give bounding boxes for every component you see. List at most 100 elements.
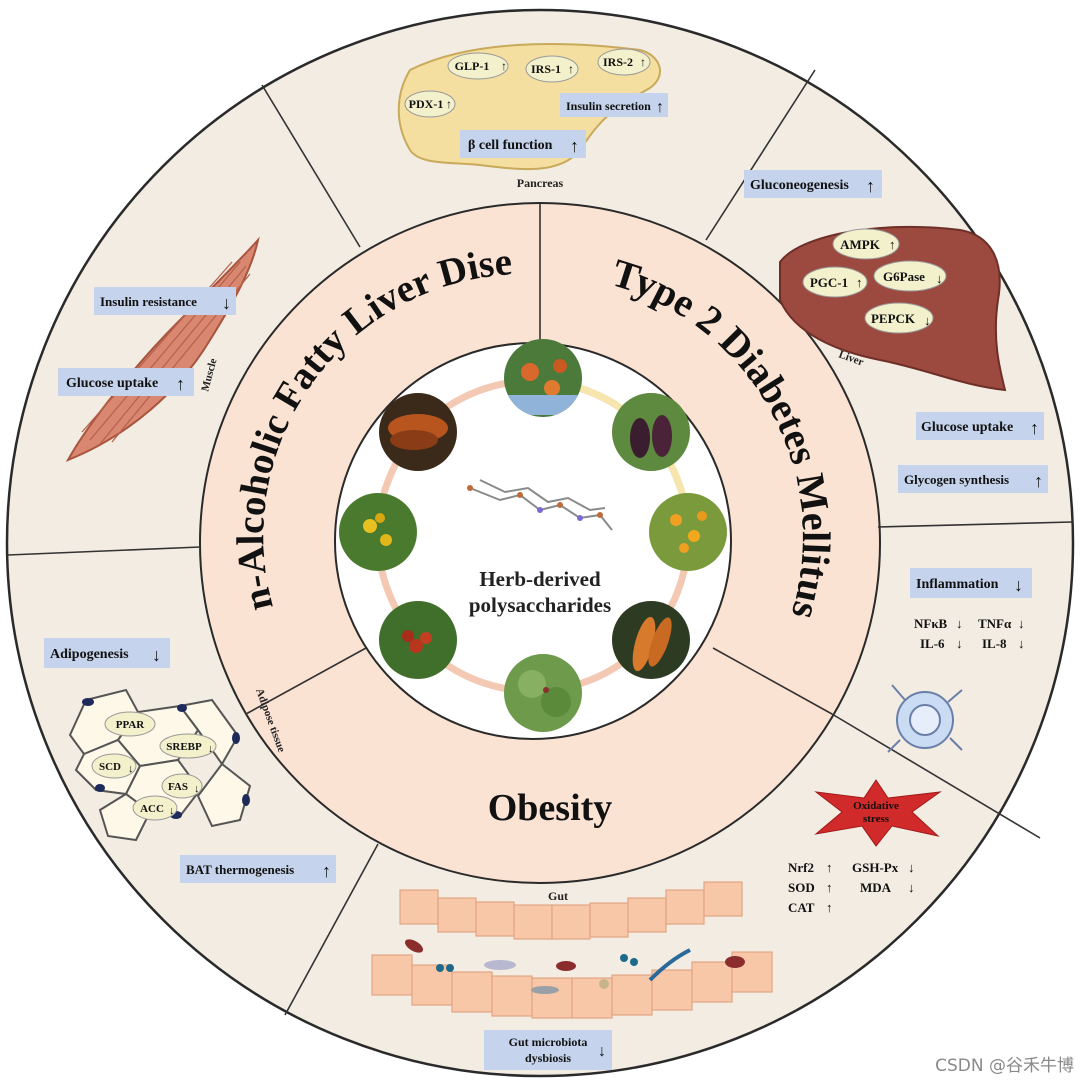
arrow-up: ↑: [1034, 471, 1043, 491]
watermark: CSDN @谷禾牛博: [935, 1056, 1074, 1076]
arrow-up: ↑: [1030, 418, 1039, 438]
arrow-down: ↓: [128, 763, 134, 775]
ellipse-pgc1: [802, 266, 868, 298]
arrow-up: ↑: [570, 136, 579, 156]
arrow-down: ↓: [208, 743, 214, 755]
arrow-down: ↓: [1014, 575, 1023, 595]
arrow-up: ↑: [889, 237, 896, 252]
plant-photo-5: [504, 654, 582, 732]
gut-panel: Gut Gut microbiota dysbi: [371, 881, 773, 1070]
arrow-down: ↓: [194, 783, 200, 795]
box-gut-dysbiosis: [484, 1030, 612, 1070]
liver-g6pase: G6Pase: [883, 269, 925, 284]
liver-pgc1: PGC-1: [810, 275, 848, 290]
gut-bacteria-icon: [404, 939, 745, 994]
muscle-panel: Insulin resistance ↓ Glucose uptake ↑ Mu…: [58, 236, 260, 462]
plant-photo-7: [339, 493, 417, 571]
middle-dividers: [245, 204, 833, 715]
ellipse-srebp: [159, 733, 217, 759]
box-inflammation: [910, 568, 1032, 598]
arrow-down: ↓: [1018, 636, 1025, 651]
arrow-up: ↑: [176, 374, 185, 394]
adipose-scd: SCD: [99, 761, 121, 773]
pancreas-beta-cell: β cell function: [468, 138, 553, 153]
liver-pepck: PEPCK: [871, 311, 916, 326]
outer-dividers: [7, 69, 1073, 1016]
plant-photo-4: [612, 601, 690, 679]
polysaccharide-molecule-icon: [467, 479, 613, 531]
muscle-glucose-uptake: Glucose uptake: [66, 376, 158, 391]
plant-photo-1: [504, 339, 582, 417]
ellipse-irs1: [525, 55, 579, 83]
arrow-up: ↑: [446, 97, 452, 111]
liver-ampk: AMPK: [840, 237, 881, 252]
gut-caption: Gut: [548, 889, 568, 903]
ellipse-fas: [161, 773, 203, 799]
arrow-up: ↑: [640, 55, 646, 69]
arrow-up: ↑: [322, 861, 331, 881]
arrow-down: ↓: [956, 616, 963, 631]
arrow-down: ↓: [1018, 616, 1025, 631]
oxidative-panel: Oxidative stress Nrf2↑ SOD↑ CAT↑ GSH-Px↓…: [788, 779, 942, 915]
inflammation-panel: Inflammation ↓ NFκB ↓ TNFα ↓ IL-6 ↓ IL-8 ↓: [887, 568, 1032, 753]
liver-gluconeogenesis: Gluconeogenesis: [750, 178, 849, 193]
arrow-down: ↓: [936, 271, 943, 286]
gut-epithelium-top: [399, 881, 743, 940]
muscle-insulin-resistance: Insulin resistance: [100, 294, 197, 309]
pancreas-insulin-secretion: Insulin secretion: [566, 99, 651, 113]
ellipse-scd: [91, 753, 137, 779]
box-gluconeogenesis: [744, 170, 882, 198]
inflammation-title: Inflammation: [916, 577, 999, 592]
arrow-up: ↑: [856, 275, 863, 290]
arrow-down: ↓: [222, 293, 231, 313]
pancreas-irs1: IRS-1: [531, 62, 561, 76]
gut-dysbiosis-line1: Gut microbiota: [509, 1035, 588, 1049]
plant-photo-3: [649, 493, 727, 571]
arrow-down: ↓: [908, 860, 915, 875]
box-beta-cell: [460, 130, 586, 158]
plant-photo-6: [379, 601, 457, 679]
oxidative-star-icon: [814, 779, 942, 847]
box-glucose-uptake-liver: [916, 412, 1044, 440]
ellipse-ppar: [104, 711, 156, 737]
gut-epithelium-bottom: [371, 951, 773, 1019]
liver-glucose-uptake: Glucose uptake: [921, 420, 1013, 435]
disease-label-obesity: Obesity: [488, 787, 613, 829]
arrow-down: ↓: [152, 645, 161, 665]
center-title-line2: polysaccharides: [469, 593, 611, 617]
arrow-down: ↓: [908, 880, 915, 895]
arrow-up: ↑: [826, 900, 833, 915]
oxidative-line1: Oxidative: [853, 800, 899, 812]
immune-cell-icon: [887, 684, 963, 753]
ellipse-acc: [132, 795, 178, 821]
ellipse-glp1: [447, 52, 509, 80]
arrow-down: ↓: [956, 636, 963, 651]
adipose-acc: ACC: [140, 803, 164, 815]
inflammation-tnfa: TNFα: [978, 616, 1012, 631]
oxidative-line2: stress: [863, 813, 890, 825]
ellipse-pepck: [864, 302, 934, 334]
box-insulin-secretion: [560, 93, 668, 117]
inflammation-nfkb: NFκB: [914, 616, 948, 631]
plant-photo-8: [379, 393, 457, 471]
adipose-adipogenesis: Adipogenesis: [50, 647, 129, 662]
arrow-up: ↑: [656, 99, 664, 116]
pancreas-pdx1: PDX-1: [409, 97, 444, 111]
ellipse-irs2: [597, 48, 651, 76]
arrow-down: ↓: [169, 805, 175, 817]
arrow-up: ↑: [866, 176, 875, 196]
pancreas-glp1: GLP-1: [455, 59, 490, 73]
gut-dysbiosis-line2: dysbiosis: [525, 1051, 571, 1065]
oxidative-nrf2: Nrf2: [788, 860, 814, 875]
arrow-up: ↑: [568, 62, 574, 76]
arrow-down: ↓: [924, 313, 931, 328]
inflammation-il8: IL-8: [982, 636, 1007, 651]
adipose-fas: FAS: [168, 781, 188, 793]
pancreas-caption: Pancreas: [517, 176, 564, 190]
adipose-srebp: SREBP: [166, 741, 202, 753]
ellipse-ampk: [832, 228, 900, 260]
arrow-up: ↑: [501, 59, 507, 73]
inflammation-il6: IL-6: [920, 636, 945, 651]
